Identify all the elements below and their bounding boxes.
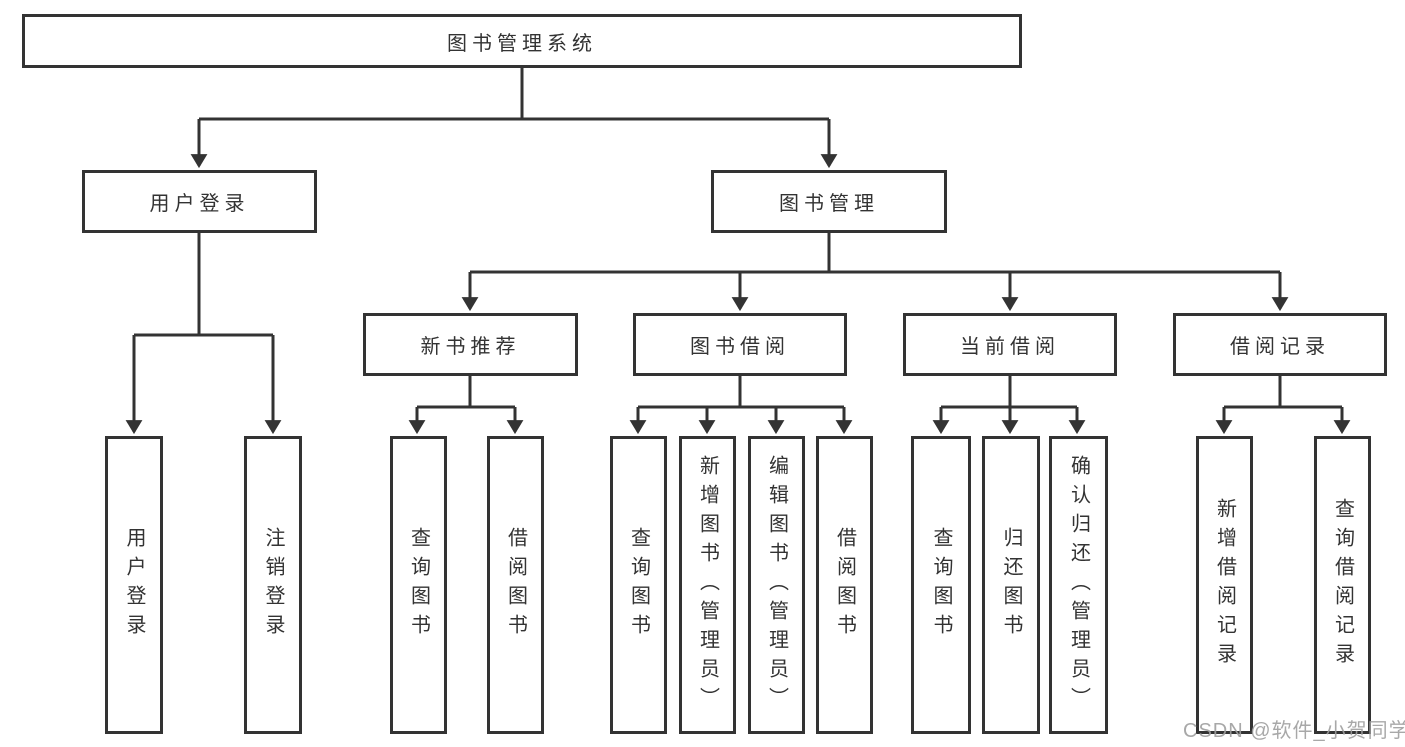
node-library-system-label: 图书管理系统 — [447, 32, 597, 55]
node-leaf-query-books-1: 查询图书 — [390, 436, 447, 734]
node-leaf-return-book-label: 归还图书 — [1000, 527, 1022, 643]
node-leaf-query-books-3-label: 查询图书 — [930, 527, 952, 643]
node-leaf-edit-book-admin-label: 编辑图书（管理员） — [765, 454, 788, 716]
node-leaf-query-books-1-label: 查询图书 — [407, 527, 430, 643]
node-leaf-query-books-3: 查询图书 — [911, 436, 971, 734]
node-current-borrowing: 当前借阅 — [903, 313, 1117, 376]
node-current-borrowing-label: 当前借阅 — [960, 336, 1060, 358]
node-leaf-logout-label: 注销登录 — [262, 527, 284, 643]
node-leaf-edit-book-admin: 编辑图书（管理员） — [748, 436, 805, 734]
node-leaf-query-borrow-record: 查询借阅记录 — [1314, 436, 1371, 734]
node-library-system: 图书管理系统 — [22, 14, 1022, 68]
node-new-book-recommend: 新书推荐 — [363, 313, 578, 376]
connector-arrows — [125, 119, 1351, 435]
node-borrowing-records-label: 借阅记录 — [1230, 336, 1330, 358]
node-leaf-logout: 注销登录 — [244, 436, 302, 734]
node-leaf-borrow-books-1-label: 借阅图书 — [504, 527, 527, 643]
node-leaf-add-borrow-record-label: 新增借阅记录 — [1213, 498, 1236, 672]
node-book-management: 图书管理 — [711, 170, 947, 233]
node-book-borrowing: 图书借阅 — [633, 313, 847, 376]
csdn-watermark: CSDN @软件_小贺同学 — [1183, 720, 1405, 742]
node-leaf-user-login-label: 用户登录 — [123, 527, 145, 643]
node-leaf-return-book: 归还图书 — [982, 436, 1040, 734]
node-leaf-add-book-admin: 新增图书（管理员） — [679, 436, 736, 734]
node-leaf-confirm-return-admin-label: 确认归还（管理员） — [1067, 454, 1090, 716]
node-new-book-recommend-label: 新书推荐 — [420, 336, 521, 358]
node-user-login-branch: 用户登录 — [82, 170, 317, 233]
node-leaf-query-books-2-label: 查询图书 — [627, 527, 650, 643]
node-leaf-borrow-books-2: 借阅图书 — [816, 436, 873, 734]
node-book-borrowing-label: 图书借阅 — [690, 336, 790, 358]
node-leaf-borrow-books-1: 借阅图书 — [487, 436, 544, 734]
node-leaf-add-book-admin-label: 新增图书（管理员） — [696, 454, 719, 716]
node-leaf-confirm-return-admin: 确认归还（管理员） — [1049, 436, 1108, 734]
connector-trunks — [134, 68, 1342, 409]
node-leaf-user-login: 用户登录 — [105, 436, 163, 734]
node-leaf-borrow-books-2-label: 借阅图书 — [833, 527, 856, 643]
node-borrowing-records: 借阅记录 — [1173, 313, 1387, 376]
node-leaf-query-books-2: 查询图书 — [610, 436, 667, 734]
node-book-management-label: 图书管理 — [779, 193, 879, 215]
node-leaf-add-borrow-record: 新增借阅记录 — [1196, 436, 1253, 734]
node-user-login-branch-label: 用户登录 — [149, 193, 250, 215]
node-leaf-query-borrow-record-label: 查询借阅记录 — [1331, 498, 1354, 672]
